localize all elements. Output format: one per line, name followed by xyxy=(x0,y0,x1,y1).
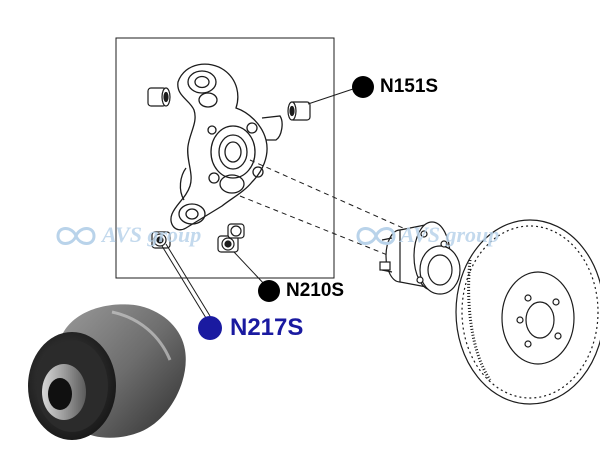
watermark-logo-right-icon xyxy=(356,227,396,245)
assembly-frame xyxy=(115,37,335,279)
steering-knuckle xyxy=(170,63,283,231)
callout-label-n210s: N210S xyxy=(286,280,345,301)
frame-bushing-lower-mid xyxy=(217,235,239,253)
callout-dot-n210s xyxy=(258,280,280,302)
watermark-text-left: AVS group xyxy=(102,222,202,247)
brake-disc xyxy=(455,219,600,405)
wheel-hub-assembly xyxy=(379,221,461,295)
leader-lines xyxy=(161,87,357,319)
leader-n210s xyxy=(233,251,267,287)
frame-bushing-right xyxy=(287,101,311,121)
callout-label-n217s: N217S xyxy=(230,314,304,341)
leader-n217s xyxy=(161,245,207,319)
frame-bushing-top-right xyxy=(227,223,245,239)
leader-n151s xyxy=(307,87,357,105)
callout-dot-n217s xyxy=(198,316,222,340)
watermark-logo-left-icon xyxy=(56,227,96,245)
frame-bushing-upper-left xyxy=(147,87,171,107)
callout-dot-n151s xyxy=(352,76,374,98)
assembly-dashed-lines xyxy=(239,159,431,269)
callout-label-n151s: N151S xyxy=(380,76,439,97)
frame-bushing-lower-left xyxy=(151,231,171,249)
bushing-n217s-enlarged xyxy=(28,304,186,440)
watermark-text-right: AVS group xyxy=(400,222,500,247)
